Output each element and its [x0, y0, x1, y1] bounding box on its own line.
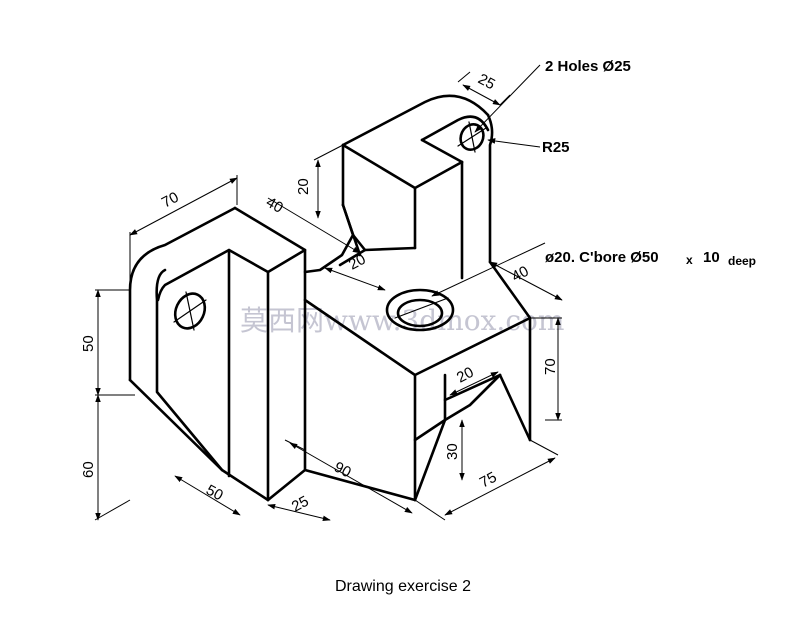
dim-base-90: 90	[331, 459, 354, 482]
dim-offset-40: 40	[263, 194, 286, 217]
dim-right-height-70: 70	[542, 358, 559, 375]
dim-left-height-50: 50	[80, 335, 97, 352]
cbore-x: x	[686, 253, 693, 267]
dim-top-width: 25	[475, 71, 498, 94]
dimension-lines	[94, 64, 563, 522]
cbore-deep: deep	[728, 254, 756, 268]
dim-base-75: 75	[477, 469, 500, 492]
dim-slot-20: 20	[346, 251, 369, 274]
cbore-note: ø20. C'bore Ø50 x 10 deep	[545, 249, 756, 268]
dim-boss-height: 20	[295, 178, 312, 195]
holes-note: 2 Holes Ø25	[545, 58, 631, 75]
cbore-depth: 10	[703, 249, 720, 266]
dim-base-25: 25	[289, 493, 312, 516]
dim-notch-30: 30	[444, 443, 461, 460]
dim-right-40: 40	[509, 263, 532, 286]
caption: Drawing exercise 2	[334, 578, 472, 595]
left-block	[128, 206, 307, 502]
radius-note: R25	[542, 139, 570, 156]
cbore-main: ø20. C'bore Ø50	[545, 249, 659, 266]
dim-base-50: 50	[203, 482, 226, 505]
dim-notch-20: 20	[454, 364, 477, 387]
rear-boss	[303, 94, 494, 280]
dim-left-height-60: 60	[80, 461, 97, 478]
dim-left-width: 70	[159, 189, 182, 212]
